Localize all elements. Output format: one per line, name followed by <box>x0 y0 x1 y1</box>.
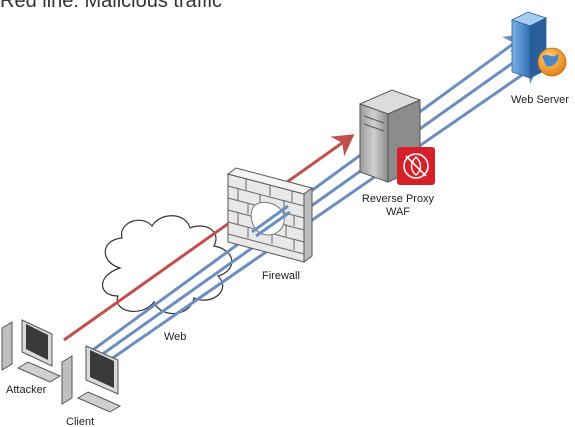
firewall-label: Firewall <box>262 270 300 282</box>
client-workstation-icon <box>61 345 122 413</box>
reverse-proxy-label: Reverse Proxy WAF <box>357 193 439 219</box>
normal-traffic-line <box>103 62 541 366</box>
brick-firewall-icon <box>226 167 314 263</box>
waf-label-line: WAF <box>385 206 411 219</box>
web-server-label: Web Server <box>511 94 569 106</box>
diagram-title: Red line: Malicious traffic <box>0 0 222 12</box>
normal-traffic-line <box>96 48 534 360</box>
reverse-proxy-label-line: Reverse Proxy <box>361 193 435 205</box>
waf-shield-icon <box>397 147 435 185</box>
web-label: Web <box>164 331 187 343</box>
malicious-traffic-line <box>63 134 355 342</box>
web-server-icon <box>510 11 567 79</box>
normal-traffic-lines <box>89 34 541 366</box>
client-label: Client <box>66 416 95 427</box>
attacker-label: Attacker <box>6 384 47 396</box>
attacker-workstation-icon <box>1 319 62 383</box>
